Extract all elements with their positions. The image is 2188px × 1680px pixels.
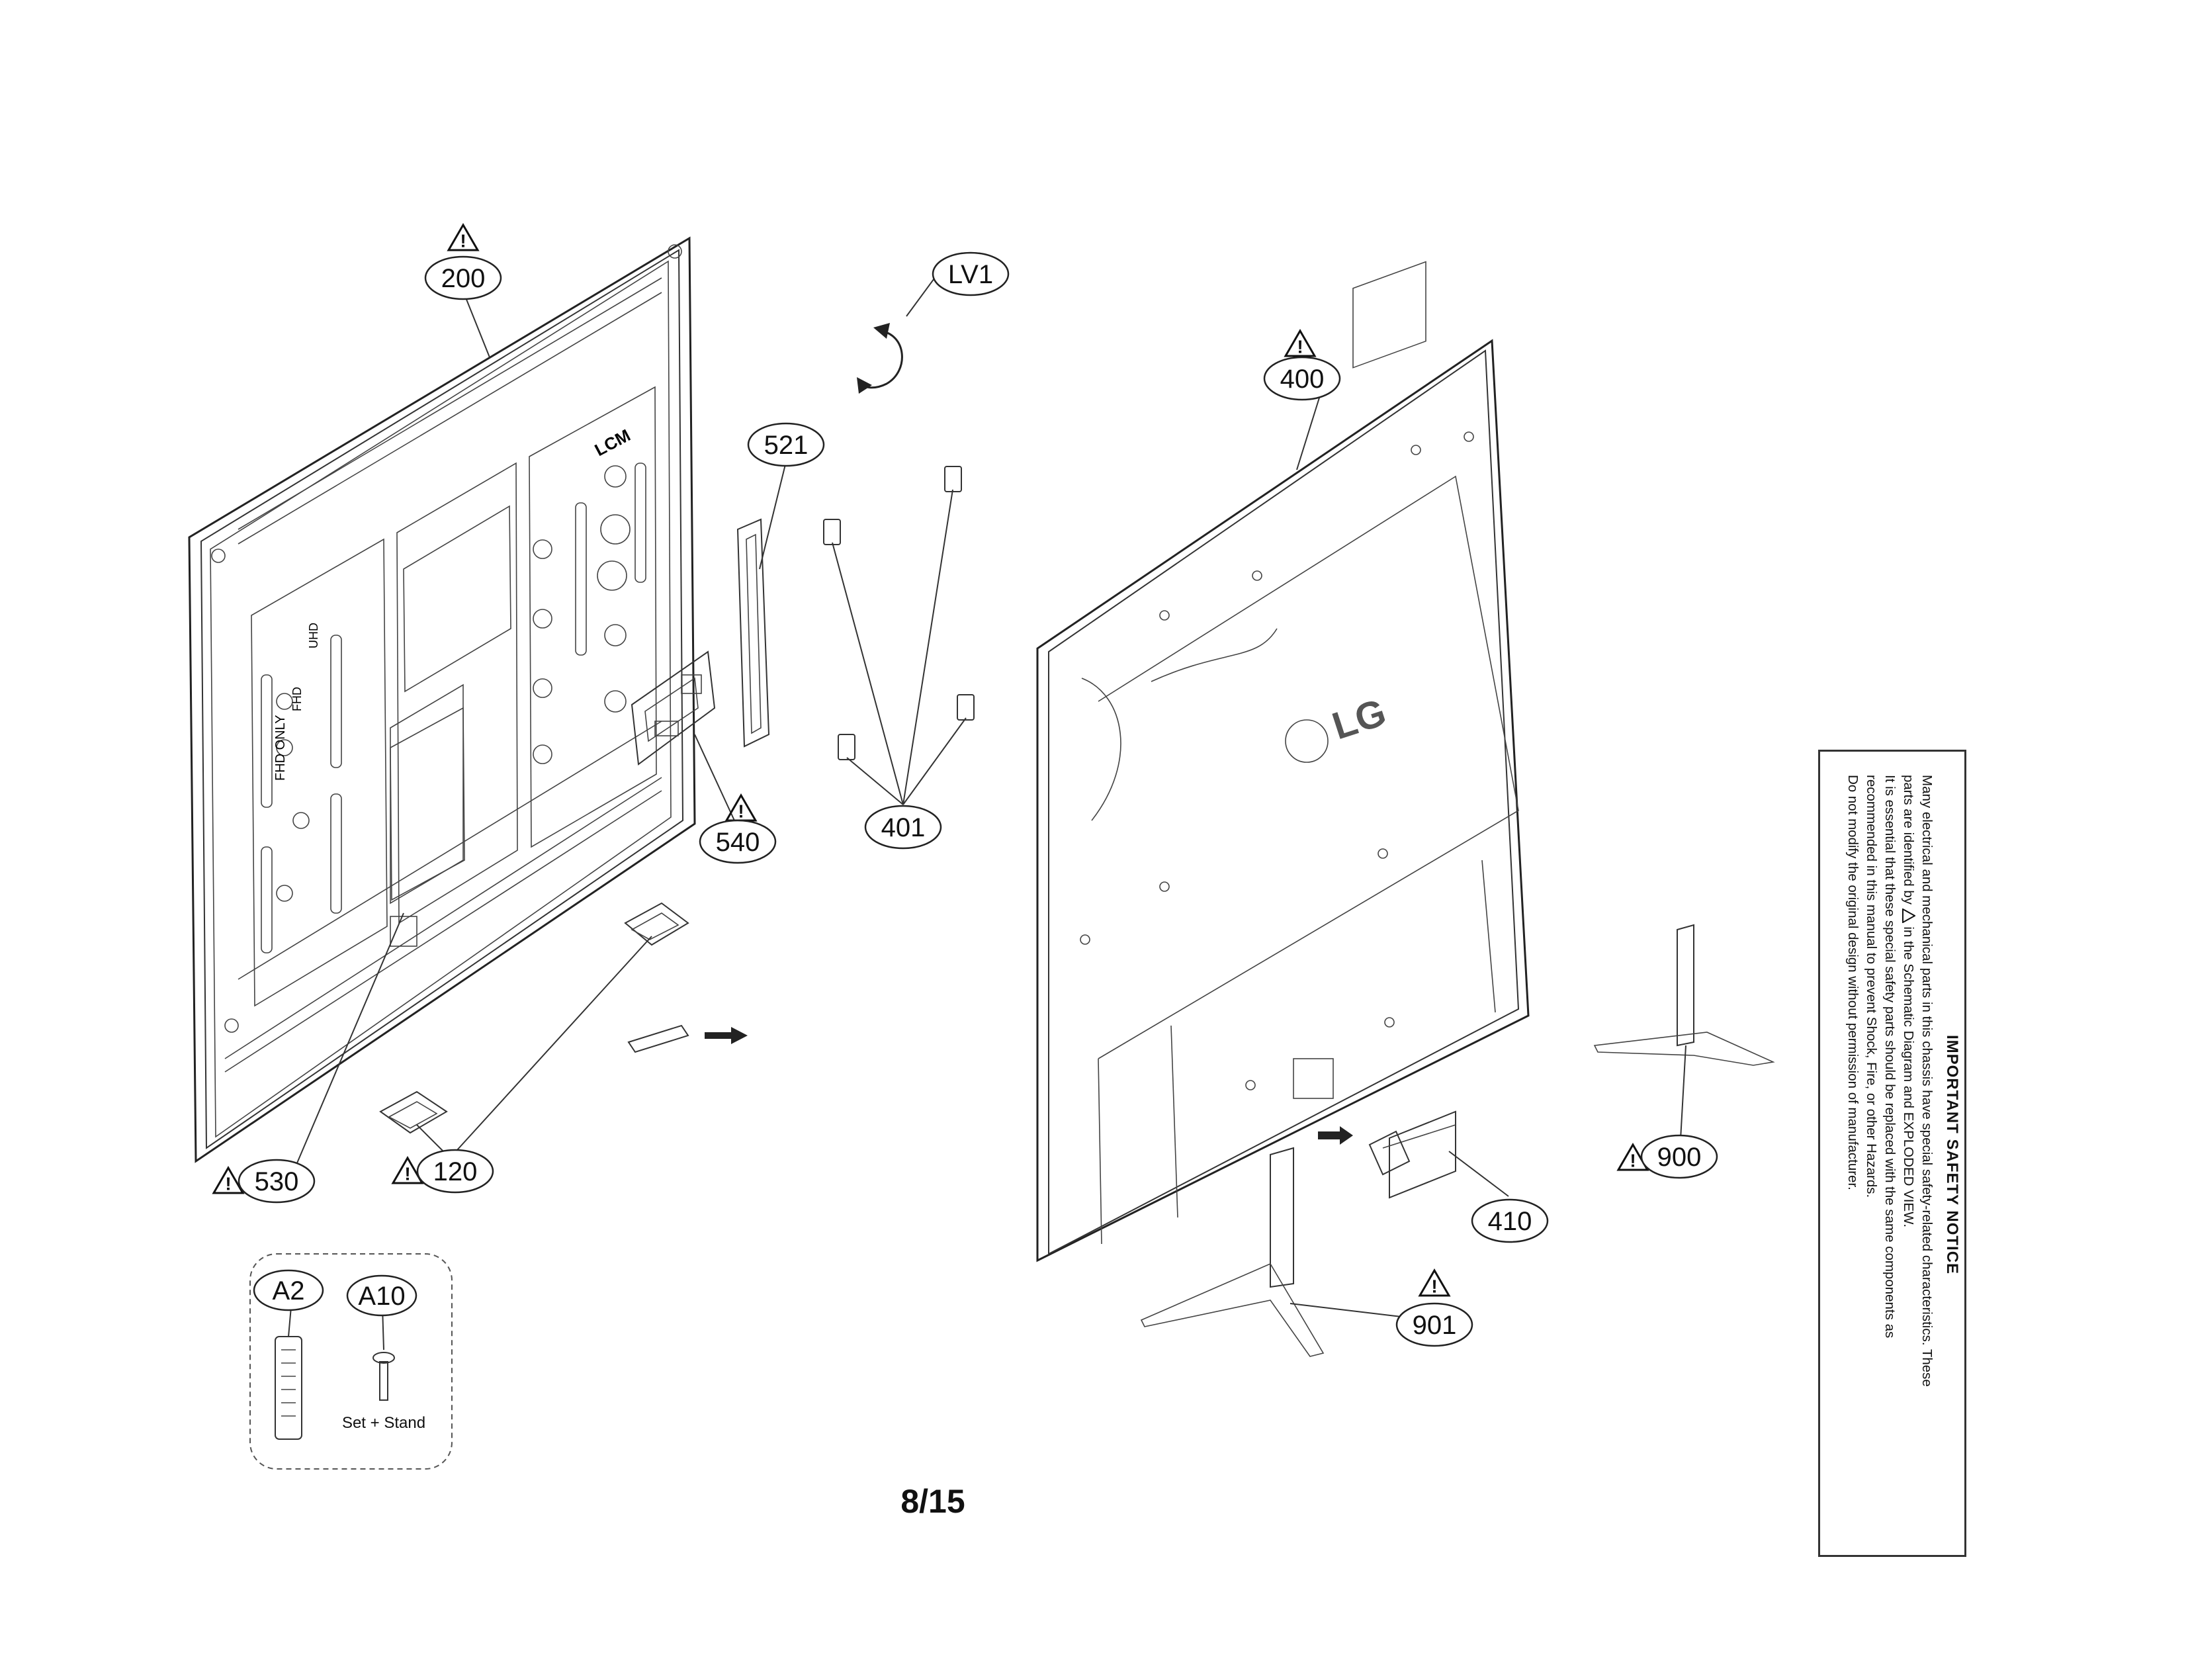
remote-control-icon (275, 1336, 302, 1440)
svg-text:400: 400 (1280, 365, 1325, 394)
notice-line-3: It is essential that these special safet… (1882, 775, 1898, 1339)
svg-text:A2: A2 (273, 1276, 305, 1305)
svg-text:530: 530 (255, 1167, 299, 1196)
mounting-brackets-401 (823, 466, 975, 760)
notice-line-2b: in the Schematic Diagram and EXPLODED VI… (1901, 926, 1916, 1228)
safety-notice: IMPORTANT SAFETY NOTICE Many electrical … (1843, 771, 1961, 1538)
arrow-right-icon-2 (1318, 1126, 1353, 1145)
svg-text:120: 120 (433, 1157, 478, 1186)
svg-text:401: 401 (881, 813, 926, 842)
callout-a10: A10 (346, 1274, 417, 1317)
lcm-panel-text: LCM (591, 425, 634, 460)
warning-icon: ! (738, 801, 744, 822)
notice-line-4: recommended in this manual to prevent Sh… (1864, 775, 1879, 1198)
svg-text:A10: A10 (358, 1282, 405, 1311)
warning-triangle-200: ! (447, 223, 480, 251)
wall-bracket-410 (1368, 1110, 1456, 1199)
warning-icon: ! (1431, 1276, 1437, 1297)
uhd-text: UHD (307, 623, 320, 648)
cable-lv1 (857, 323, 903, 394)
notice-line-5: Do not modify the original design withou… (1845, 775, 1860, 1190)
stand-900 (1593, 924, 1775, 1066)
notice-line-2: parts are identified by in the Schematic… (1899, 775, 1917, 1534)
lg-logo-text: LG (1327, 691, 1391, 748)
fhd-only-text: FHD ONLY (273, 715, 288, 781)
side-bracket-521 (736, 518, 770, 748)
warning-triangle-901: ! (1418, 1268, 1451, 1297)
svg-text:200: 200 (441, 264, 486, 293)
warning-icon (1902, 908, 1917, 924)
callout-200: 200 (424, 255, 502, 300)
warning-icon: ! (404, 1164, 410, 1184)
back-cover-400: LG (1036, 261, 1530, 1262)
svg-text:901: 901 (1413, 1311, 1457, 1340)
speaker-bracket-120b (379, 1090, 448, 1134)
callout-530: 530 (238, 1159, 316, 1204)
warning-triangle-900: ! (1616, 1143, 1649, 1171)
fhd-text: FHD (290, 687, 304, 711)
small-clip (627, 1024, 689, 1053)
warning-icon: ! (225, 1174, 231, 1194)
leader-lines (288, 271, 1686, 1350)
warning-triangle-400: ! (1284, 329, 1317, 357)
safety-notice-title-wrap: IMPORTANT SAFETY NOTICE (1943, 771, 1961, 1538)
stand-901 (1140, 1147, 1325, 1357)
callout-120: 120 (416, 1149, 494, 1194)
safety-notice-box (1818, 750, 1966, 1557)
svg-text:410: 410 (1488, 1207, 1532, 1236)
notice-line-2a: parts are identified by (1901, 775, 1916, 905)
main-board-540 (631, 650, 716, 766)
screw-icon (372, 1352, 395, 1401)
warning-triangle-120: ! (391, 1156, 424, 1184)
safety-notice-title: IMPORTANT SAFETY NOTICE (1943, 1025, 1961, 1284)
callout-900: 900 (1640, 1134, 1718, 1179)
warning-icon: ! (1630, 1151, 1636, 1171)
callout-a2: A2 (253, 1269, 324, 1311)
safety-notice-body: Many electrical and mechanical parts in … (1843, 771, 1941, 1538)
callout-410: 410 (1471, 1198, 1549, 1243)
callout-400: 400 (1263, 356, 1341, 401)
arrow-right-icon (705, 1027, 748, 1044)
svg-text:521: 521 (764, 431, 809, 460)
svg-text:LV1: LV1 (948, 260, 993, 289)
notice-line-1: Many electrical and mechanical parts in … (1919, 775, 1935, 1387)
callout-521: 521 (747, 422, 825, 467)
warning-icon: ! (460, 231, 466, 251)
warning-triangle-540: ! (724, 793, 758, 822)
lcm-panel-200: LCM FHD ONLY FHD UHD (188, 236, 696, 1163)
callout-401: 401 (864, 805, 942, 850)
warning-icon: ! (1297, 337, 1303, 357)
callout-540: 540 (699, 819, 777, 864)
callout-lv1: LV1 (932, 251, 1010, 296)
screw-label: Set + Stand (342, 1414, 425, 1432)
speaker-bracket-120a (624, 902, 689, 946)
warning-triangle-530: ! (212, 1166, 245, 1194)
page-number: 8/15 (900, 1483, 965, 1520)
callout-901: 901 (1395, 1302, 1473, 1347)
svg-text:540: 540 (716, 828, 760, 857)
svg-text:900: 900 (1657, 1143, 1702, 1172)
